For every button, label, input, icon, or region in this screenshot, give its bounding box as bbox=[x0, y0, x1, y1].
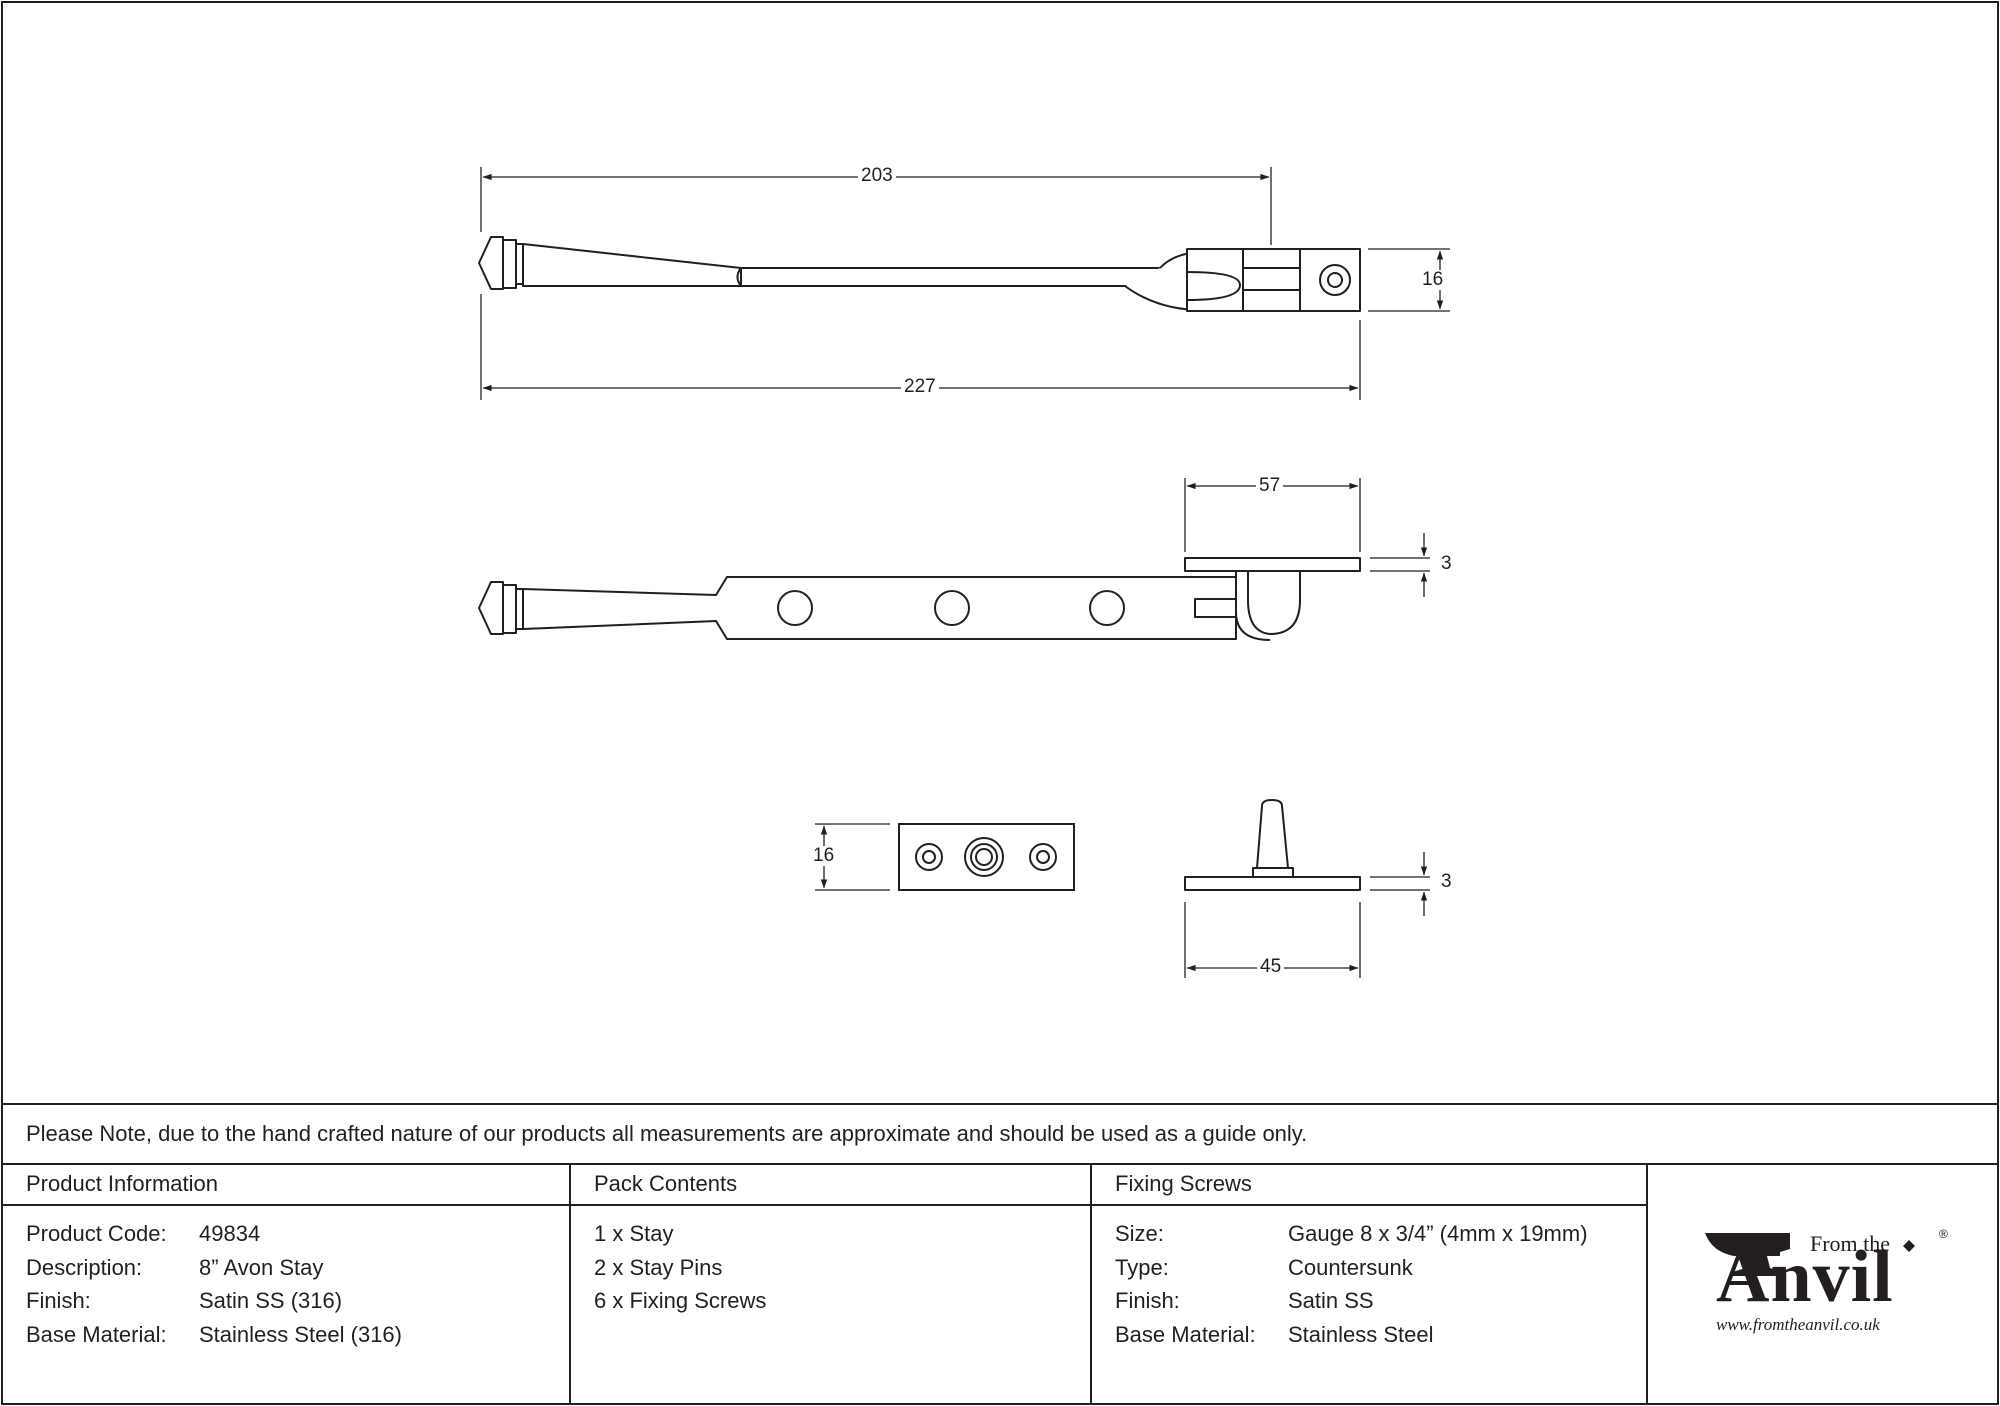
pack-item: 2 x Stay Pins bbox=[594, 1255, 723, 1280]
stay-top-view bbox=[478, 236, 1361, 312]
description-label: Description: bbox=[26, 1255, 143, 1280]
anvil-logo-graphic bbox=[1705, 1233, 1915, 1276]
fixing-screws-header: Fixing Screws bbox=[1115, 1171, 1252, 1196]
product-info-header: Product Information bbox=[26, 1171, 218, 1196]
screw-size-label: Size: bbox=[1115, 1221, 1164, 1246]
pin-plate-top-view bbox=[898, 823, 1075, 891]
dim-label-227: 227 bbox=[901, 377, 939, 397]
dim-label-side-thickness: 3 bbox=[1441, 553, 1452, 574]
logo-website-url: www.fromtheanvil.co.uk bbox=[1716, 1315, 1880, 1334]
description-value: 8” Avon Stay bbox=[199, 1255, 324, 1280]
screw-material-label: Base Material: bbox=[1115, 1322, 1256, 1347]
finish-value: Satin SS (316) bbox=[199, 1288, 343, 1313]
dim-label-57: 57 bbox=[1256, 476, 1284, 496]
screw-type-label: Type: bbox=[1115, 1255, 1169, 1280]
pack-item: 1 x Stay bbox=[594, 1221, 674, 1246]
base-material-label: Base Material: bbox=[26, 1322, 167, 1347]
finish-label: Finish: bbox=[26, 1288, 91, 1313]
screw-material-value: Stainless Steel bbox=[1288, 1322, 1434, 1347]
logo-anvil-wordmark: Anvil bbox=[1716, 1236, 1894, 1318]
stay-side-view bbox=[478, 557, 1361, 641]
screw-finish-label: Finish: bbox=[1115, 1288, 1180, 1313]
dim-label-pin-plate-height: 16 bbox=[810, 846, 838, 866]
product-code-value: 49834 bbox=[199, 1221, 261, 1246]
screw-size-value: Gauge 8 x 3/4” (4mm x 19mm) bbox=[1288, 1221, 1588, 1246]
pin-plate-side-view bbox=[1184, 799, 1361, 891]
base-material-value: Stainless Steel (316) bbox=[199, 1322, 402, 1347]
dim-label-top-height: 16 bbox=[1419, 270, 1447, 290]
product-code-label: Product Code: bbox=[26, 1221, 167, 1246]
pack-item: 6 x Fixing Screws bbox=[594, 1288, 767, 1313]
dim-label-45: 45 bbox=[1257, 957, 1285, 977]
measurement-note: Please Note, due to the hand crafted nat… bbox=[26, 1121, 1308, 1146]
dim-label-203: 203 bbox=[858, 166, 896, 186]
screw-type-value: Countersunk bbox=[1288, 1255, 1413, 1280]
dim-label-pin-plate-thickness: 3 bbox=[1441, 871, 1452, 892]
logo-registered-mark: ® bbox=[1939, 1227, 1948, 1241]
pack-contents-header: Pack Contents bbox=[594, 1171, 738, 1196]
logo-from-the: From the bbox=[1810, 1231, 1891, 1256]
screw-finish-value: Satin SS bbox=[1288, 1288, 1374, 1313]
